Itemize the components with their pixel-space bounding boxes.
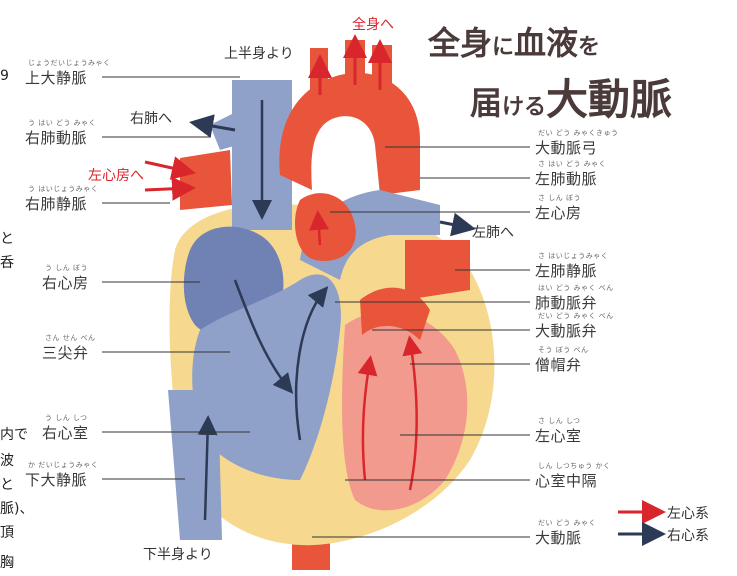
label-left-ventricle: 左心室 bbox=[535, 425, 582, 446]
side-fragment: 頂 bbox=[0, 522, 14, 542]
label-aortic-valve: 大動脈弁 bbox=[535, 320, 597, 341]
side-fragment: 脈)、 bbox=[0, 498, 33, 518]
title-line-1: 全身に血液を bbox=[428, 18, 600, 64]
label-inferior-vena-cava: 下大静脈 bbox=[25, 469, 87, 490]
side-fragment: 胸 bbox=[0, 552, 14, 572]
title-particle-1: に bbox=[492, 34, 514, 60]
title-word-3: 届 bbox=[470, 84, 502, 122]
label-tricuspid-valve: 三尖弁 bbox=[42, 342, 89, 363]
side-fragment: と bbox=[0, 228, 14, 248]
aortic-arch bbox=[279, 73, 420, 195]
flow-label-from-upper-body: 上半身より bbox=[224, 43, 294, 63]
right-pulmonary-veins bbox=[180, 150, 232, 210]
label-left-pulmonary-artery: 左肺動脈 bbox=[535, 168, 597, 189]
label-right-atrium: 右心房 bbox=[42, 272, 89, 293]
label-superior-vena-cava: 上大静脈 bbox=[25, 67, 87, 88]
flow-red-left-atrium-2 bbox=[145, 188, 190, 190]
label-left-atrium: 左心房 bbox=[535, 202, 582, 223]
label-right-pulmonary-artery: 右肺動脈 bbox=[25, 127, 87, 148]
legend-left-system: 左心系 bbox=[667, 503, 709, 523]
legend-right-system: 右心系 bbox=[667, 525, 709, 545]
label-aorta: 大動脈 bbox=[535, 527, 582, 548]
label-right-ventricle: 右心室 bbox=[42, 422, 89, 443]
title-particle-3: ける bbox=[502, 94, 546, 120]
flow-label-to-body: 全身へ bbox=[352, 14, 394, 34]
label-left-pulmonary-veins: 左肺静脈 bbox=[535, 260, 597, 281]
side-fragment: 波 bbox=[0, 450, 14, 470]
label-mitral-valve: 僧帽弁 bbox=[535, 354, 582, 375]
side-fragment: 呑 bbox=[0, 252, 14, 272]
title-word-4: 大動脈 bbox=[546, 75, 672, 124]
flow-blue-left-lung bbox=[440, 222, 470, 228]
title-word-2: 血液 bbox=[514, 24, 578, 62]
label-right-pulmonary-veins: 右肺静脈 bbox=[25, 193, 87, 214]
title-particle-2: を bbox=[578, 34, 600, 60]
label-ventricular-septum: 心室中隔 bbox=[535, 470, 597, 491]
side-fragment: 内で bbox=[0, 424, 28, 444]
side-fragment: 9 bbox=[0, 68, 9, 84]
title-word-1: 全身 bbox=[428, 24, 492, 62]
label-aortic-arch: 大動脈弓 bbox=[535, 137, 597, 158]
flow-label-to-left-atrium: 左心房へ bbox=[88, 165, 144, 185]
aorta-branch-3 bbox=[372, 45, 392, 90]
title-line-2: 届ける大動脈 bbox=[470, 66, 672, 127]
flow-label-from-lower-body: 下半身より bbox=[143, 544, 213, 564]
flow-label-to-left-lung: 左肺へ bbox=[472, 222, 514, 242]
side-fragment: と bbox=[0, 474, 14, 494]
label-pulmonary-valve: 肺動脈弁 bbox=[535, 292, 597, 313]
flow-label-to-right-lung: 右肺へ bbox=[130, 108, 172, 128]
